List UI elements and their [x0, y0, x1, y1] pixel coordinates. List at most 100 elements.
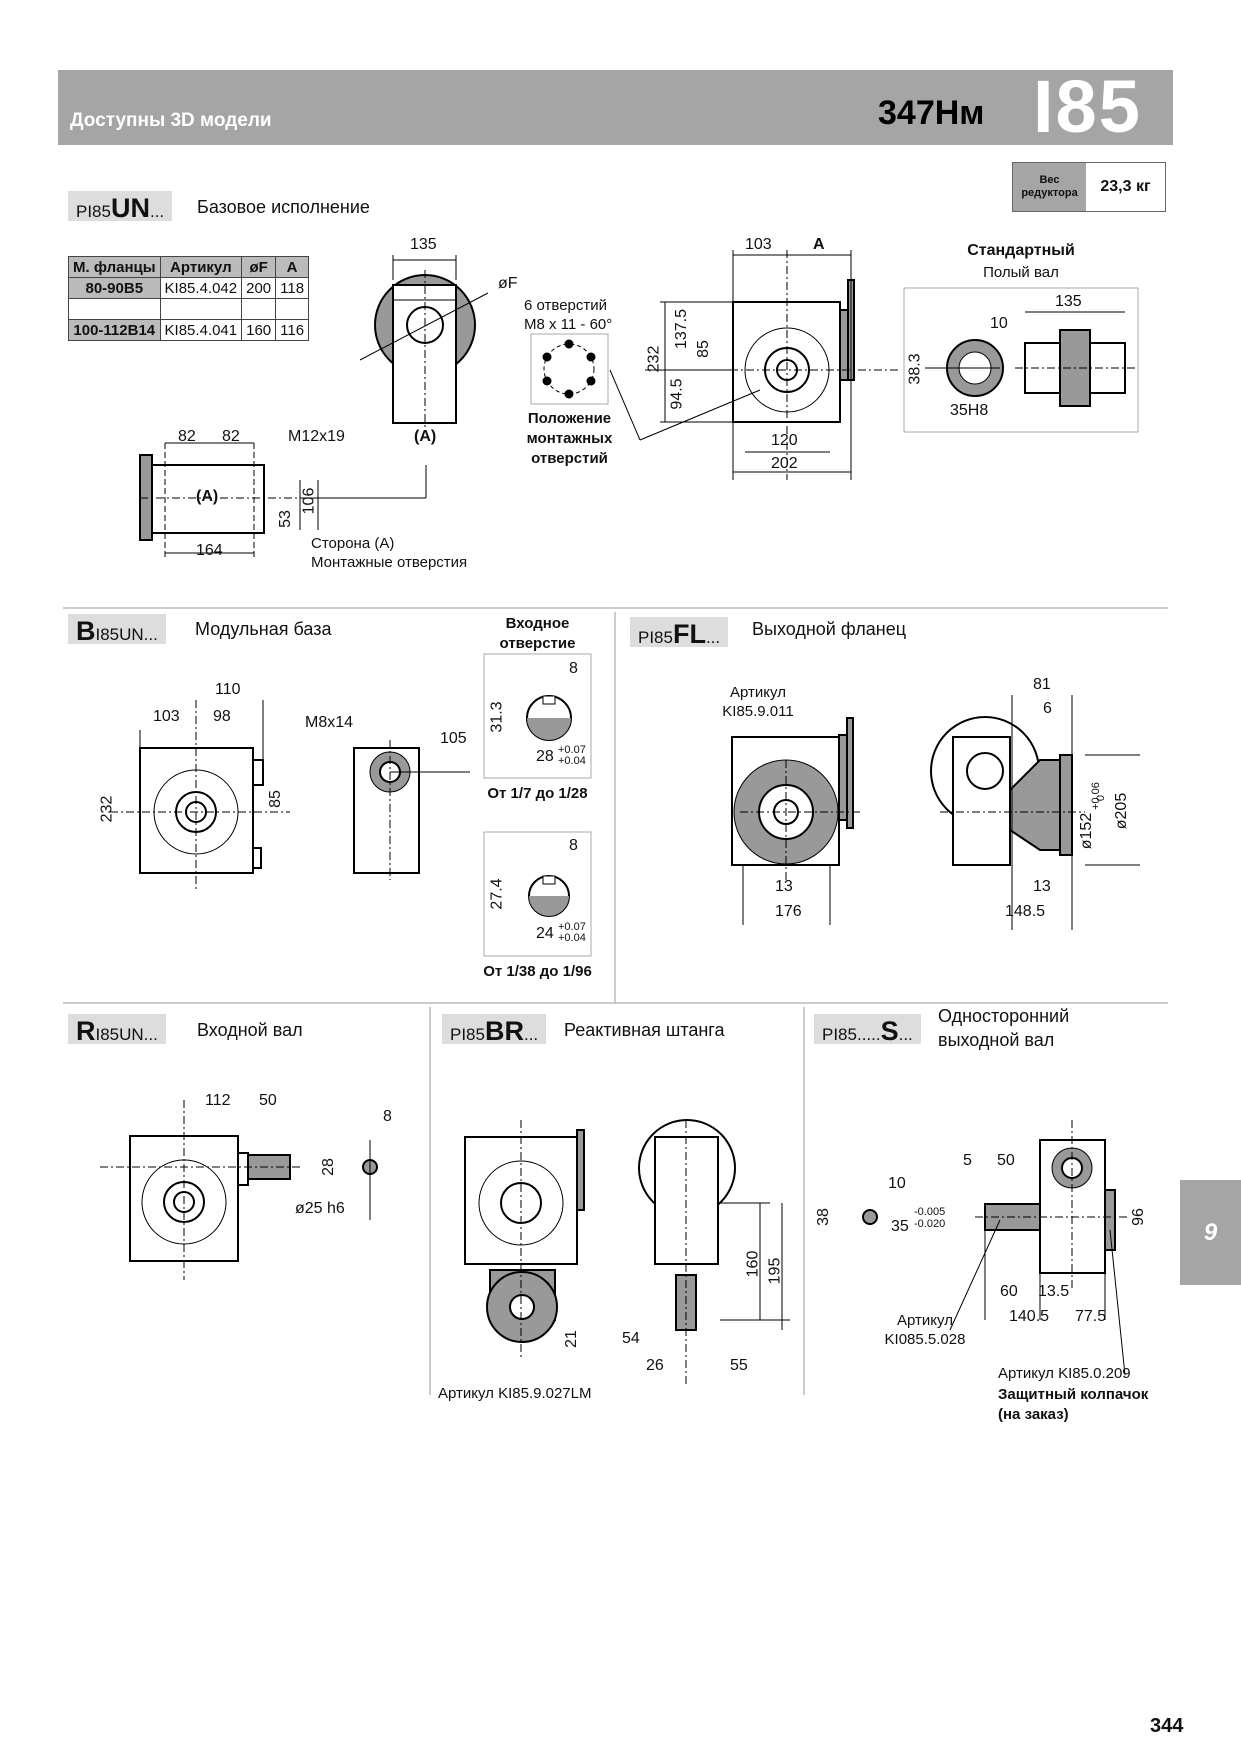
- dim-label: 202: [771, 455, 798, 472]
- dim-label: 94.5: [668, 378, 686, 410]
- dim-label: 27.4: [488, 878, 506, 910]
- dim-label: 13: [1033, 878, 1051, 895]
- table-header: Артикул: [159, 256, 243, 278]
- dim-label: 77.5: [1075, 1308, 1107, 1325]
- table-cell: 116: [275, 319, 310, 341]
- article-label: Артикул: [897, 1312, 953, 1329]
- code-badge-b: BI85UN...: [68, 614, 166, 646]
- dim-label: 31.3: [488, 701, 506, 733]
- dim-label: 8: [569, 837, 578, 854]
- shaft-subtitle: Полый вал: [983, 264, 1059, 281]
- side-note: Монтажные отверстия: [311, 554, 468, 571]
- protective-cap-label: (на заказ): [998, 1406, 1069, 1423]
- models-3d-label: Доступны 3D модели: [70, 110, 272, 131]
- input-shaft-view: [100, 1100, 378, 1280]
- section-title-input-shaft: Входной вал: [197, 1020, 303, 1040]
- input-hole-1: [483, 653, 592, 779]
- dim-label: 176: [775, 903, 802, 920]
- weight-value: 23,3 кг: [1100, 178, 1151, 195]
- output-flange-front: [731, 717, 860, 925]
- input-hole-title: отверстие: [499, 635, 576, 652]
- weight-label: Вес редуктора: [1013, 163, 1086, 211]
- output-flange-side: [930, 695, 1140, 930]
- mounting-pos-label: монтажных: [526, 430, 613, 447]
- dim-label: 8: [383, 1108, 392, 1125]
- hollow-shaft-diagram: [903, 287, 1139, 433]
- tolerance-label: +0.04: [558, 755, 586, 767]
- tolerance-label: +0.07: [558, 921, 586, 933]
- torque-title: 347Нм: [878, 94, 985, 132]
- mounting-holes-diagram: [530, 333, 609, 405]
- dim-label: 35H8: [950, 402, 989, 419]
- gearbox-bottom-view: [139, 442, 427, 560]
- dim-label: 10: [990, 315, 1008, 332]
- ratio-range: От 1/7 до 1/28: [487, 785, 588, 802]
- dim-label: 55: [730, 1357, 748, 1374]
- modular-base-side: [353, 740, 470, 880]
- dim-label: 60: [1000, 1283, 1018, 1300]
- table-cell: 200: [241, 277, 277, 299]
- dim-label: A: [813, 236, 825, 253]
- mounting-pos-label: отверстий: [531, 450, 608, 467]
- dim-label: 82: [178, 428, 196, 445]
- dim-label: øF: [498, 275, 518, 292]
- table-cell: 160: [241, 319, 277, 341]
- section-title-torque-arm: Реактивная штанга: [564, 1020, 725, 1040]
- dim-label: 53: [276, 510, 294, 528]
- dim-label: ø205: [1113, 792, 1131, 830]
- dim-label: 106: [300, 487, 318, 515]
- dim-label: 135: [1055, 293, 1082, 310]
- dim-label: 232: [98, 795, 116, 823]
- dim-label: 28: [319, 1158, 337, 1176]
- code-badge-s: PI85.....S...: [814, 1014, 921, 1046]
- dim-label: 13.5: [1038, 1283, 1070, 1300]
- dim-label: ø25 h6: [295, 1200, 345, 1217]
- table-cell: KI85.4.042: [159, 277, 243, 299]
- model-title: I85: [1033, 65, 1142, 148]
- page-number: 344: [1150, 1715, 1184, 1737]
- dim-label: 140.5: [1009, 1308, 1050, 1325]
- ratio-range: От 1/38 до 1/96: [483, 963, 592, 980]
- tolerance-label: +0.07: [558, 744, 586, 756]
- single-shaft-view: [862, 1120, 1130, 1376]
- gearbox-front-view: [609, 250, 900, 480]
- dim-label: 110: [215, 681, 241, 698]
- article-number: Артикул KI85.9.027LM: [438, 1385, 592, 1402]
- input-hole-title: Входное: [505, 615, 570, 632]
- dim-label: 82: [222, 428, 240, 445]
- table-header: øF: [241, 256, 277, 278]
- dim-label: 85: [694, 340, 712, 358]
- dim-label: 98: [213, 708, 231, 725]
- dim-label: M12x19: [288, 428, 345, 445]
- dim-label: 85: [266, 790, 284, 808]
- mounting-pos-label: Положение: [527, 410, 612, 427]
- dim-label: 120: [771, 432, 798, 449]
- table-cell: 100-112B14: [68, 319, 161, 341]
- gearbox-side-view: [359, 255, 489, 430]
- dim-label: 38.3: [906, 353, 924, 385]
- table-header: М. фланцы: [68, 256, 161, 278]
- dim-label: 50: [997, 1152, 1015, 1169]
- dim-label: 5: [963, 1152, 972, 1169]
- dim-label: 135: [410, 236, 437, 253]
- dim-label: 35: [891, 1218, 909, 1235]
- dim-label: 10: [888, 1175, 906, 1192]
- dim-label: 28: [536, 748, 554, 765]
- dim-label: 26: [646, 1357, 664, 1374]
- side-note: Сторона (A): [311, 535, 395, 552]
- dim-label: 164: [196, 542, 223, 559]
- side-a-mark: (A): [414, 428, 437, 445]
- tolerance-label: -0.005: [914, 1206, 946, 1218]
- table-header: A: [275, 256, 310, 278]
- dim-label: 13: [775, 878, 793, 895]
- holes-spec: M8 x 11 - 60°: [524, 316, 613, 333]
- chapter-tab[interactable]: 9: [1180, 1180, 1241, 1285]
- table-cell: [68, 298, 161, 320]
- dim-label: 54: [622, 1330, 640, 1347]
- table-cell: 118: [275, 277, 310, 299]
- dim-label: M8x14: [305, 714, 354, 731]
- section-title-single-shaft: выходной вал: [938, 1030, 1055, 1050]
- torque-arm-side: [638, 1119, 790, 1385]
